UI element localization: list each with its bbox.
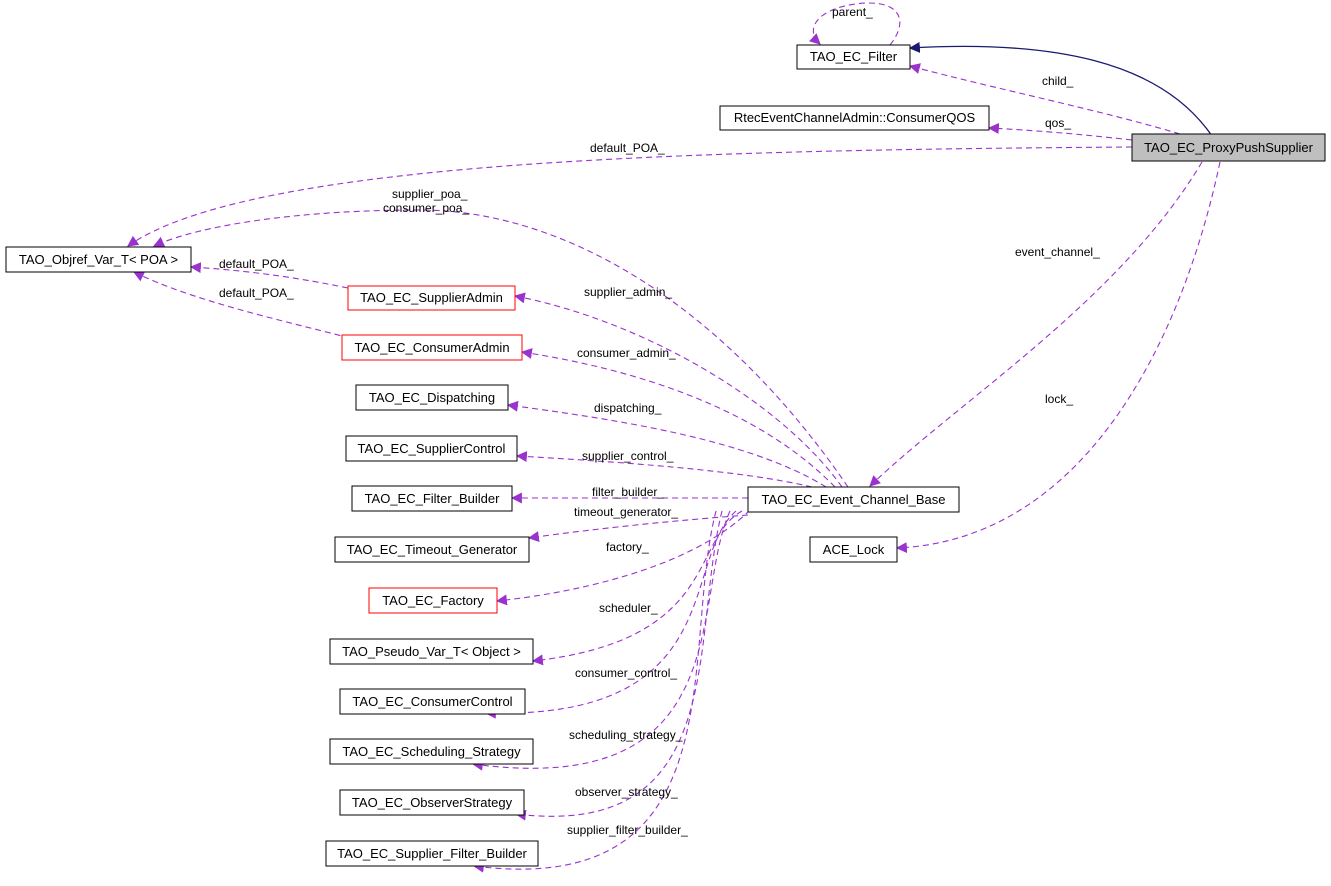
edge-child	[908, 63, 1181, 135]
edge-label-scheduling-strategy: scheduling_strategy_	[569, 728, 683, 742]
node-factory[interactable]: TAO_EC_Factory	[368, 587, 498, 614]
edge-label-supplier-filter-builder: supplier_filter_builder_	[567, 823, 688, 837]
edge-label-parent: parent_	[832, 5, 873, 19]
edge-label-observer-strategy: observer_strategy_	[575, 785, 678, 799]
node-label: TAO_EC_Timeout_Generator	[347, 542, 518, 557]
edge-label-timeout-generator: timeout_generator_	[574, 505, 678, 519]
edge-label-event-channel: event_channel_	[1015, 245, 1100, 259]
edge-label-supplier-control: supplier_control_	[582, 449, 674, 463]
node-supplier-filter-builder[interactable]: TAO_EC_Supplier_Filter_Builder	[325, 840, 539, 867]
node-label: TAO_EC_ProxyPushSupplier	[1144, 140, 1314, 155]
edge-label-supplier-poa: supplier_poa_	[392, 187, 468, 201]
edge-label-supplier-admin: supplier_admin_	[584, 285, 672, 299]
node-dispatching[interactable]: TAO_EC_Dispatching	[355, 384, 509, 411]
edge-label-qos: qos_	[1045, 116, 1071, 130]
edge-scheduling-strategy	[471, 510, 731, 771]
edge-supplier-admin	[513, 292, 843, 488]
edge-default-poa-consumer-admin	[133, 271, 351, 339]
edge-label-default-poa-supplier-admin: default_POA_	[219, 257, 294, 271]
node-tao-ec-filter[interactable]: TAO_EC_Filter	[796, 44, 911, 70]
node-event-channel-base[interactable]: TAO_EC_Event_Channel_Base	[747, 486, 960, 513]
node-label: TAO_EC_Dispatching	[369, 390, 495, 405]
node-label: TAO_EC_ConsumerControl	[352, 694, 512, 709]
node-label: ACE_Lock	[823, 542, 885, 557]
edge-default-poa-proxy	[127, 146, 1133, 247]
edge-consumer-admin	[520, 348, 836, 488]
node-consumer-qos[interactable]: RtecEventChannelAdmin::ConsumerQOS	[719, 105, 990, 131]
edge-factory	[495, 509, 751, 606]
edge-default-poa-supplier-admin	[189, 262, 349, 289]
node-supplier-control[interactable]: TAO_EC_SupplierControl	[345, 435, 518, 462]
node-label: TAO_EC_SupplierAdmin	[360, 290, 503, 305]
edge-label-default-poa-consumer-admin: default_POA_	[219, 286, 294, 300]
node-label: TAO_EC_Event_Channel_Base	[761, 492, 945, 507]
edge-label-factory: factory_	[606, 540, 649, 554]
node-label: TAO_EC_Supplier_Filter_Builder	[337, 846, 527, 861]
edge-label-filter-builder: filter_builder_	[592, 485, 664, 499]
node-pseudo-var-object[interactable]: TAO_Pseudo_Var_T< Object >	[329, 638, 534, 665]
edges	[127, 2, 1221, 873]
edge-label-consumer-control: consumer_control_	[575, 666, 677, 680]
node-label: TAO_EC_SupplierControl	[358, 441, 506, 456]
edge-qos	[987, 122, 1133, 141]
node-label: TAO_EC_Scheduling_Strategy	[342, 744, 521, 759]
edge-supplier-control	[515, 451, 813, 488]
edge-consumer-control	[484, 510, 737, 719]
edge-timeout-generator	[527, 514, 749, 543]
nodes: TAO_EC_Filter RtecEventChannelAdmin::Con…	[5, 44, 1326, 867]
edge-label-consumer-poa: consumer_poa_	[383, 201, 469, 215]
edge-lock	[895, 161, 1221, 554]
node-timeout-generator[interactable]: TAO_EC_Timeout_Generator	[334, 536, 530, 563]
edge-supplier-filter-builder	[472, 510, 717, 873]
node-scheduling-strategy[interactable]: TAO_EC_Scheduling_Strategy	[329, 738, 534, 765]
edge-label-lock: lock_	[1045, 392, 1073, 406]
edge-observer-strategy	[514, 510, 723, 821]
node-label: TAO_EC_Factory	[382, 593, 484, 608]
edge-label-scheduler: scheduler_	[599, 601, 658, 615]
edge-event-channel	[869, 161, 1203, 487]
node-supplier-admin[interactable]: TAO_EC_SupplierAdmin	[347, 285, 516, 311]
edge-labels: parent_ child_ qos_ default_POA_ supplie…	[219, 5, 1100, 837]
edge-dispatching	[506, 400, 827, 488]
edge-inherit-filter	[908, 41, 1213, 137]
node-observer-strategy[interactable]: TAO_EC_ObserverStrategy	[339, 789, 525, 816]
edge-label-dispatching: dispatching_	[594, 401, 662, 415]
node-consumer-control[interactable]: TAO_EC_ConsumerControl	[339, 688, 526, 715]
edge-label-consumer-admin: consumer_admin_	[577, 346, 676, 360]
edge-label-default-poa-proxy: default_POA_	[590, 141, 665, 155]
node-label: TAO_EC_ConsumerAdmin	[354, 340, 509, 355]
node-proxy-push-supplier[interactable]: TAO_EC_ProxyPushSupplier	[1131, 133, 1326, 162]
edge-parent	[809, 2, 901, 46]
node-label: TAO_EC_Filter	[810, 49, 898, 64]
edge-label-child: child_	[1042, 74, 1074, 88]
node-label: TAO_Objref_Var_T< POA >	[19, 252, 178, 267]
node-consumer-admin[interactable]: TAO_EC_ConsumerAdmin	[341, 334, 523, 361]
node-objref-var-poa[interactable]: TAO_Objref_Var_T< POA >	[5, 246, 192, 273]
node-filter-builder[interactable]: TAO_EC_Filter_Builder	[351, 485, 513, 512]
node-label: TAO_EC_ObserverStrategy	[352, 795, 513, 810]
node-label: RtecEventChannelAdmin::ConsumerQOS	[734, 110, 976, 125]
node-ace-lock[interactable]: ACE_Lock	[809, 536, 898, 563]
edge-scheduler	[531, 510, 743, 666]
node-label: TAO_Pseudo_Var_T< Object >	[342, 644, 521, 659]
edge-supplier-consumer-poa	[152, 209, 849, 488]
node-label: TAO_EC_Filter_Builder	[365, 491, 501, 506]
